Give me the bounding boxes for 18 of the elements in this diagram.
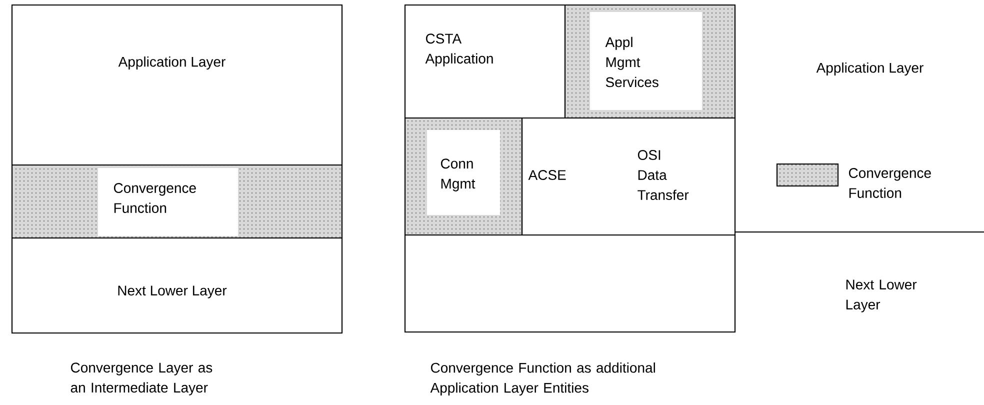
- layer-text: ACSE: [528, 170, 566, 180]
- layer-label: Application Layer: [816, 62, 924, 76]
- layer-box: [404, 4, 566, 119]
- layer-text: Conn Mgmt: [440, 158, 476, 192]
- layer-box: [404, 234, 736, 333]
- layer-text: Appl Mgmt Services: [605, 36, 658, 88]
- legend-text: Convergence Function: [848, 168, 931, 198]
- layer-text: Convergence Function: [114, 183, 196, 213]
- layer-box: [11, 4, 343, 166]
- layer-text: OSI Data Transfer: [638, 150, 689, 200]
- caption: Convergence Function as additional Application Layer Entities: [430, 362, 655, 396]
- layer-text: Application Layer: [118, 56, 226, 70]
- layer-label: Next Lower Layer: [846, 280, 917, 312]
- layer-text: CSTA Application: [425, 34, 493, 66]
- layer-text: Next Lower Layer: [118, 286, 227, 298]
- layer-box: [521, 117, 736, 236]
- layer-box: [11, 237, 343, 334]
- caption: Convergence Layer as an Intermediate Layer: [70, 362, 212, 396]
